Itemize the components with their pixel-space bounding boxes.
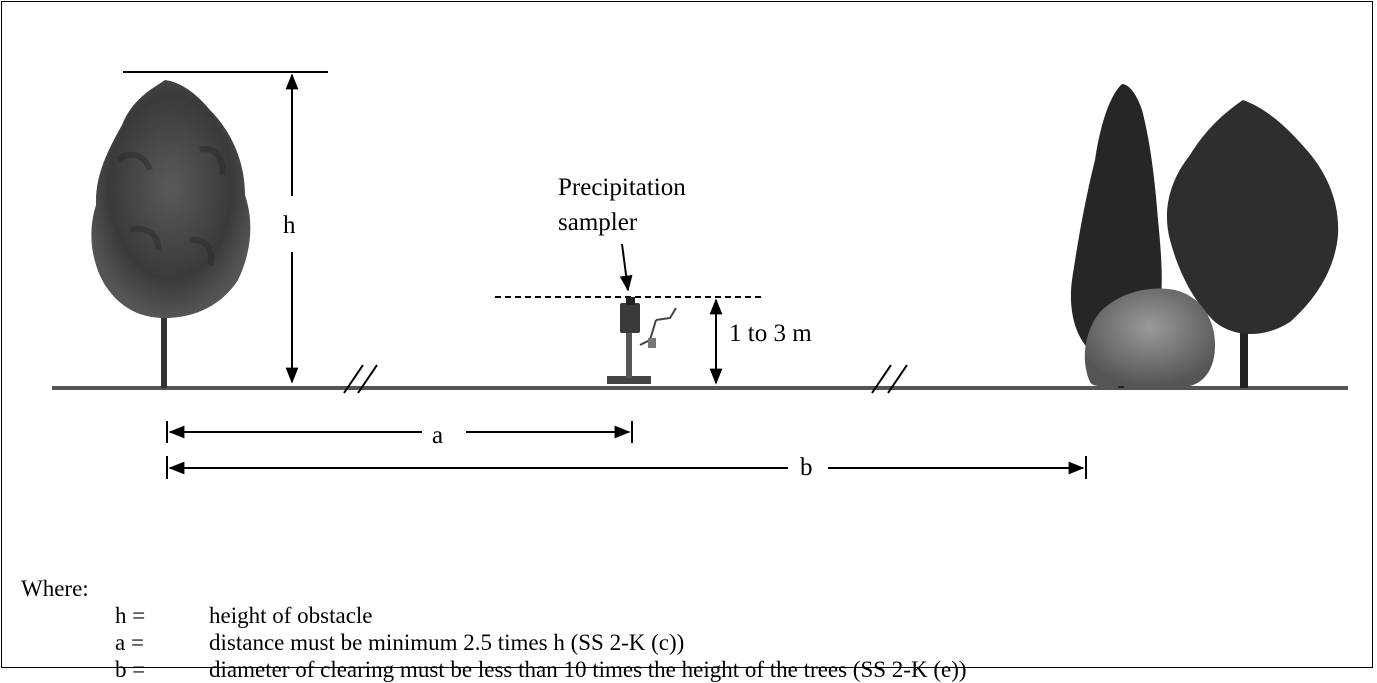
legend-key-h: h =	[115, 603, 146, 628]
legend-text-b: diameter of clearing must be less than 1…	[209, 657, 967, 682]
legend-heading: Where:	[21, 576, 89, 601]
legend: Where: h = height of obstacle a = distan…	[21, 575, 967, 683]
sampler-height-label: 1 to 3 m	[729, 320, 812, 347]
right-tree-group	[1070, 84, 1339, 388]
legend-text-h: height of obstacle	[209, 603, 373, 628]
sampler-label-line2: sampler	[558, 209, 638, 236]
legend-text-a: distance must be minimum 2.5 times h (SS…	[209, 630, 685, 655]
legend-item-h: h = height of obstacle	[21, 602, 967, 629]
precipitation-sampler	[607, 297, 677, 384]
distance-a-label: a	[432, 422, 443, 449]
legend-item-a: a = distance must be minimum 2.5 times h…	[21, 629, 967, 656]
ground-break-left	[343, 364, 378, 394]
sampler-label-line1: Precipitation	[558, 174, 686, 201]
legend-key-b: b =	[115, 657, 146, 682]
left-tree	[91, 80, 251, 388]
sampler-pointer-arrow	[619, 243, 633, 292]
legend-key-a: a =	[115, 630, 144, 655]
ground-break-right	[871, 364, 908, 394]
height-label: h	[283, 212, 296, 239]
legend-item-b: b = diameter of clearing must be less th…	[21, 656, 967, 683]
ground-line	[52, 386, 1348, 390]
distance-b-label: b	[800, 454, 813, 481]
